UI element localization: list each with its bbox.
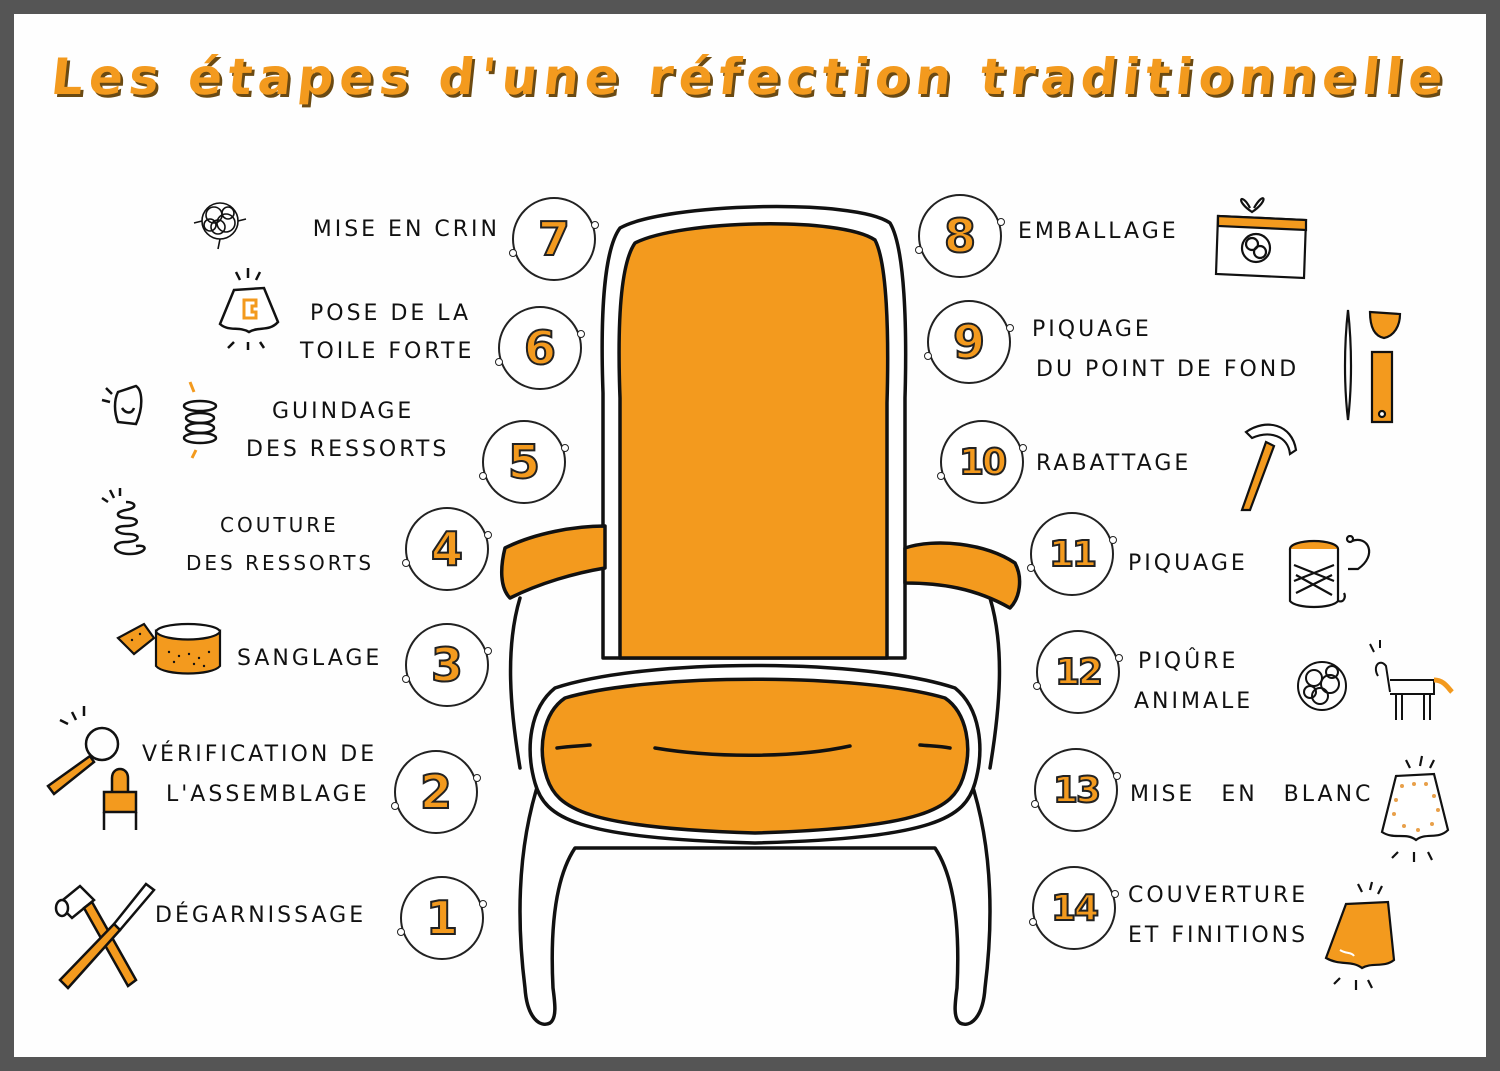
step-9-label-line-1: Piquage xyxy=(1032,317,1152,342)
step-9-label: Piquage du point de fond xyxy=(1032,310,1299,390)
step-5-label: Guindage des ressorts xyxy=(246,393,449,469)
step-12-label-line-2: animale xyxy=(1134,689,1254,714)
step-12-badge: 12 xyxy=(1033,630,1123,714)
step-6-badge: 6 xyxy=(495,306,585,390)
step-3-label: Sanglage xyxy=(237,646,383,671)
step-11-label: Piquage xyxy=(1128,551,1248,576)
step-9-label-line-2: du point de fond xyxy=(1036,357,1300,382)
step-5-badge: 5 xyxy=(479,420,569,504)
step-2-label: Vérification de l'assemblage xyxy=(142,735,377,815)
step-9-badge: 9 xyxy=(924,300,1014,384)
step-3-badge: 3 xyxy=(402,623,492,707)
step-4-label-line-2: des ressorts xyxy=(186,551,375,575)
step-5-label-line-2: des ressorts xyxy=(246,437,450,462)
step-13-badge: 13 xyxy=(1031,748,1121,832)
armchair-illustration xyxy=(495,188,1035,1048)
horsehair-icon xyxy=(188,193,252,253)
step-7-label-line: Mise en crin xyxy=(312,217,500,242)
step-12-label: Piqûre animale xyxy=(1134,642,1253,722)
step-14-label: Couverture et finitions xyxy=(1128,876,1308,956)
regulator-icon xyxy=(1236,418,1306,514)
step-10-label: Rabattage xyxy=(1036,451,1192,476)
step-1-label: Dégarnissage xyxy=(155,903,367,928)
magnifier-chair-icon xyxy=(42,700,142,836)
package-icon xyxy=(1212,186,1308,282)
spring-icon xyxy=(96,488,160,568)
step-4-label: Couture des ressorts xyxy=(186,506,374,582)
step-14-label-line-1: Couverture xyxy=(1128,883,1309,908)
step-14-label-line-2: et finitions xyxy=(1128,923,1309,948)
step-12-label-line-1: Piqûre xyxy=(1138,649,1239,674)
step-8-badge: 8 xyxy=(915,194,1005,278)
step-7-badge: 7 xyxy=(509,197,599,281)
step-2-label-line-1: Vérification de xyxy=(142,742,378,767)
step-5-label-line-1: Guindage xyxy=(272,399,415,424)
step-6-label-line-2: toile forte xyxy=(300,339,475,364)
step-6-label: Pose de la toile forte xyxy=(300,295,474,371)
step-14-badge: 14 xyxy=(1029,866,1119,950)
step-4-badge: 4 xyxy=(402,507,492,591)
spring-twine-icon xyxy=(96,372,236,472)
hammer-chisel-icon xyxy=(50,876,160,996)
step-1-badge: 1 xyxy=(397,876,487,960)
step-8-label: Emballage xyxy=(1018,219,1179,244)
step-2-label-line-2: l'assemblage xyxy=(166,782,370,807)
seat-canvas-icon xyxy=(214,264,284,360)
horse-icon xyxy=(1286,636,1456,726)
step-6-label-line-1: Pose de la xyxy=(310,301,472,326)
needle-ruler-icon xyxy=(1336,306,1406,426)
webbing-roll-icon xyxy=(114,614,234,682)
poster-title: Les étapes d'une réfection traditionnell… xyxy=(48,48,1452,106)
covered-seat-icon xyxy=(1318,880,1408,1000)
step-4-label-line-1: Couture xyxy=(220,513,339,537)
step-13-label: Mise en blanc xyxy=(1130,782,1374,807)
twine-spool-icon xyxy=(1284,535,1384,615)
step-7-label: Mise en crin xyxy=(313,212,500,248)
step-11-badge: 11 xyxy=(1027,512,1117,596)
step-10-badge: 10 xyxy=(937,420,1027,504)
step-2-badge: 2 xyxy=(391,750,481,834)
calico-seat-icon xyxy=(1376,754,1456,870)
